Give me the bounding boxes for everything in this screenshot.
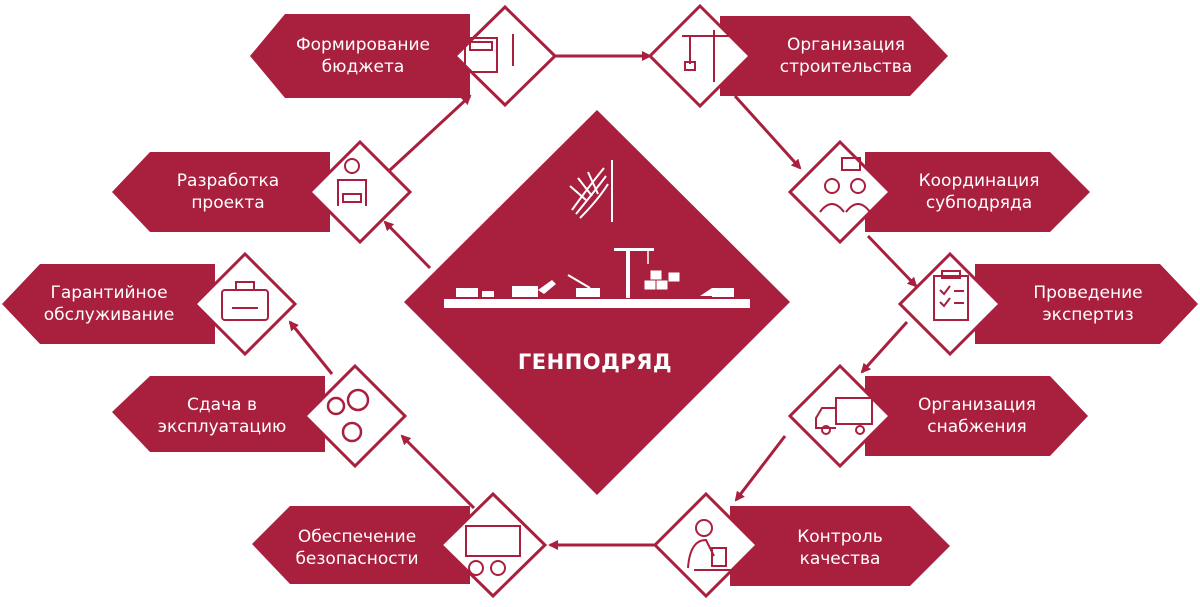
workers-chat-icon [819, 157, 871, 213]
truck-icon [815, 397, 873, 435]
step-supply [787, 363, 1088, 469]
step-expertise [897, 251, 1198, 357]
checklist-icon [933, 270, 969, 321]
step-budget [250, 4, 558, 108]
center-title: ГЕНПОДРЯД [517, 350, 673, 374]
step-safety [252, 491, 548, 599]
safety-board-icon [465, 525, 521, 576]
step-subcontract [787, 139, 1090, 245]
flow-arrows [288, 51, 918, 550]
architect-icon [337, 158, 367, 206]
crane-icon [682, 30, 730, 82]
step-design [112, 139, 413, 245]
step-commissioning [112, 363, 408, 469]
gears-icon [326, 388, 370, 443]
inspector-icon [687, 519, 736, 571]
construction-site-icon [444, 248, 750, 308]
step-construction [647, 3, 948, 109]
logo-icon [569, 160, 613, 222]
step-warranty [2, 251, 298, 357]
step-quality [652, 491, 950, 599]
calculator-icon [464, 34, 514, 73]
toolbox-icon [221, 281, 269, 321]
center-diamond [404, 110, 790, 495]
